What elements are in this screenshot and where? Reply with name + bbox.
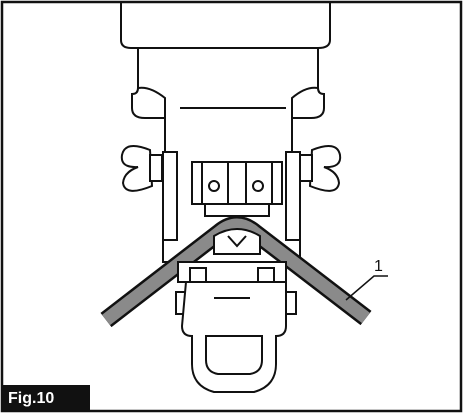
bending-die [213,228,261,255]
left-wing-nut [120,145,163,192]
right-wing-nut [299,145,342,192]
tool-lower-body [175,261,297,393]
callout-number-1: 1 [374,258,383,275]
callout-leader-1 [345,275,388,301]
center-clamp [191,161,283,217]
tool-top-body [120,2,331,152]
figure-label: Fig.10 [2,385,90,412]
